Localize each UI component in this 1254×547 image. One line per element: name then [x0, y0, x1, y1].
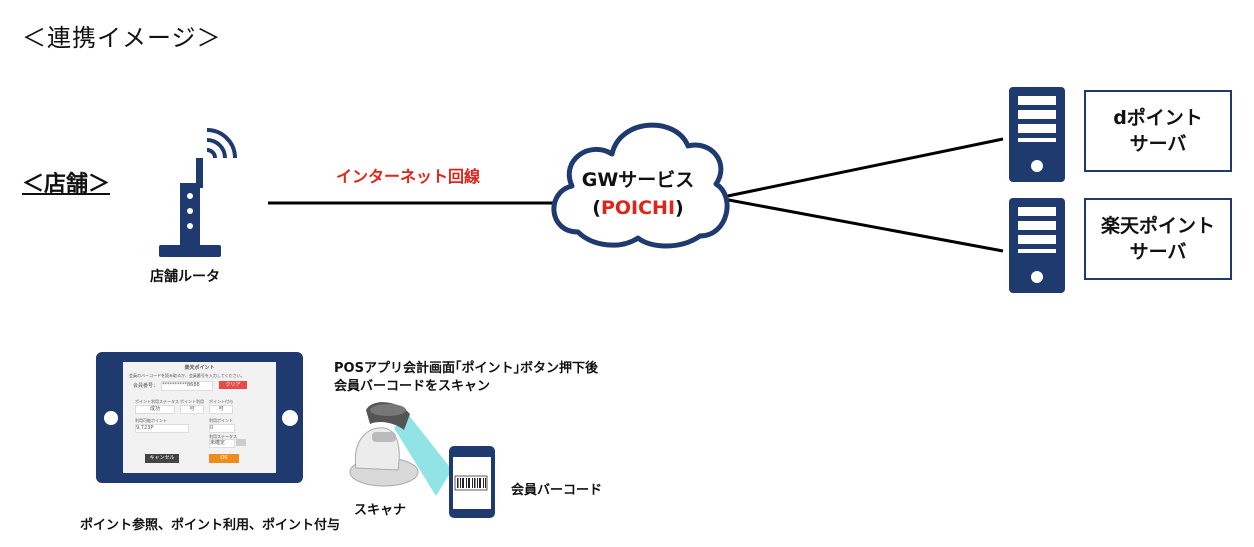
poichi-brand: POICHI	[600, 197, 676, 219]
clear-button[interactable]: クリア	[219, 381, 247, 389]
d-point-server-type: サーバ	[1129, 133, 1187, 155]
gateway-service-name: GWサービス	[581, 169, 695, 191]
tablet-screen: 楽天ポイント 会員のバーコードを読み取るか、会員番号を入力してください。 会員番…	[123, 362, 276, 473]
gateway-service-brand-line: (POICHI)	[592, 197, 684, 219]
pos-caption-line2: 会員バーコードをスキャン	[334, 379, 491, 394]
d-point-server-name: dポイント	[1113, 107, 1203, 129]
status-value: 成功	[135, 405, 175, 414]
pay-status-value: 未確定	[209, 439, 235, 448]
confirm-mini-button[interactable]	[236, 439, 246, 446]
rakuten-server-box: 楽天ポイント サーバ	[1084, 198, 1232, 280]
cancel-button[interactable]: キャンセル	[145, 454, 179, 463]
pos-caption-line1: POSアプリ会計画面｢ポイント｣ボタン押下後	[334, 361, 598, 376]
server-icon-d-point	[1009, 87, 1065, 182]
scanner-label: スキャナ	[354, 503, 407, 518]
page-heading: ＜連携イメージ＞	[22, 24, 222, 52]
balance-value: 9,723P	[135, 424, 189, 433]
link-d-point	[717, 137, 1004, 200]
balance-label: 利用可能ポイント	[135, 418, 167, 423]
usage-label: ポイント利用	[180, 399, 204, 404]
use-points-label: 利用ポイント	[209, 418, 233, 423]
grant-value: 可	[209, 405, 233, 414]
use-points-field[interactable]: 0	[209, 424, 235, 433]
link-rakuten	[717, 196, 1004, 253]
router-icon	[159, 128, 237, 257]
internet-line-label: インターネット回線	[336, 167, 481, 186]
status-label: ポイント利用ステータス	[135, 399, 179, 404]
pay-status-label: 利用ステータス	[209, 434, 237, 439]
store-label: ＜店舗＞	[22, 172, 111, 197]
usage-value: 可	[180, 405, 204, 414]
gateway-service-label: GWサービス (POICHI)	[560, 166, 716, 222]
phone-barcode-icon	[449, 446, 495, 518]
member-number-label: 会員番号：	[133, 383, 159, 389]
d-point-server-box: dポイント サーバ	[1084, 90, 1232, 172]
tablet-caption: ポイント参照、ポイント利用、ポイント付与	[80, 518, 341, 533]
member-number-field[interactable]: **********8688	[161, 381, 213, 391]
cloud-icon	[551, 122, 730, 249]
router-label: 店舗ルータ	[150, 269, 220, 285]
server-icon-rakuten	[1009, 198, 1065, 293]
screen-instruction: 会員のバーコードを読み取るか、会員番号を入力してください。	[129, 373, 245, 378]
grant-label: ポイント付与	[209, 399, 233, 404]
scanner-icon	[349, 402, 419, 487]
ok-button[interactable]: OK	[209, 454, 239, 463]
rakuten-server-type: サーバ	[1129, 241, 1187, 263]
pos-caption: POSアプリ会計画面｢ポイント｣ボタン押下後 会員バーコードをスキャン	[334, 360, 598, 396]
scan-beam	[394, 414, 452, 496]
screen-title: 楽天ポイント	[184, 365, 215, 371]
barcode-label: 会員バーコード	[511, 483, 603, 498]
rakuten-server-name: 楽天ポイント	[1100, 215, 1215, 237]
